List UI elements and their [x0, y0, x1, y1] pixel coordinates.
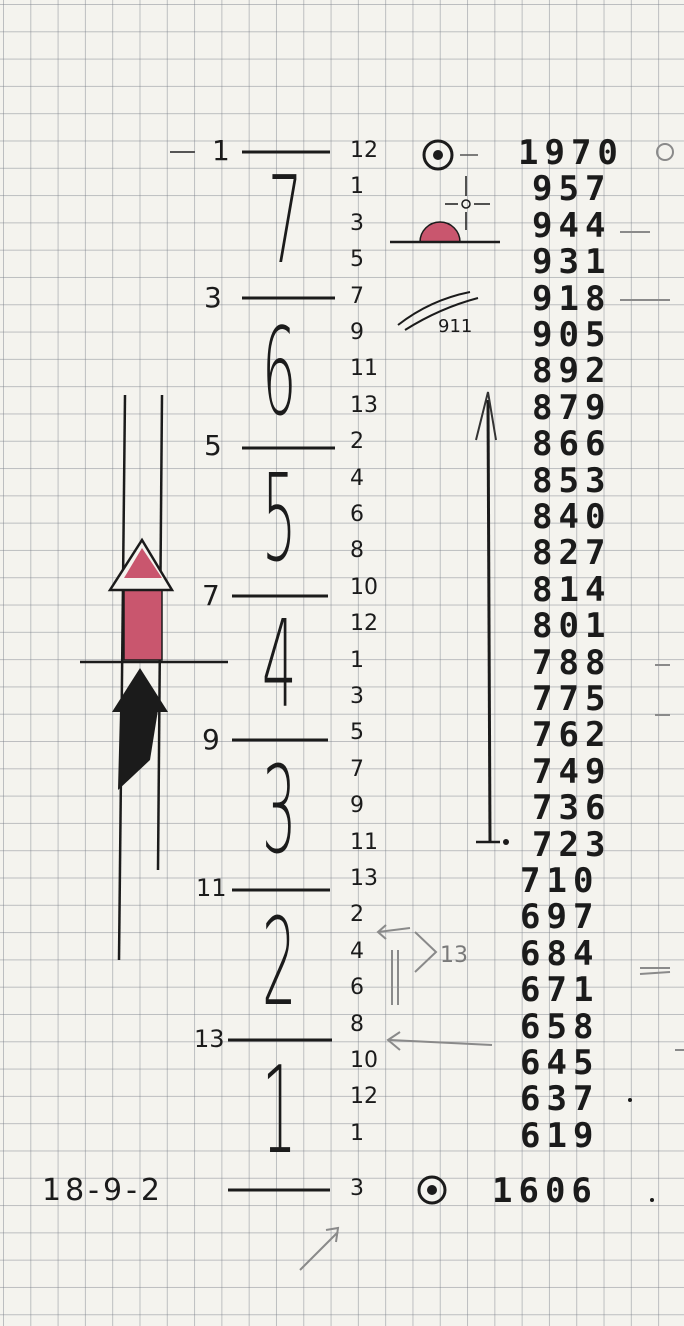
big-digit-1: 1: [262, 1052, 296, 1172]
middle-number: 10: [350, 1050, 378, 1072]
year-value: 853: [532, 464, 611, 498]
middle-number: 12: [350, 1086, 378, 1108]
sunrise-semicircle: [390, 222, 500, 242]
year-value: 957: [532, 172, 611, 206]
year-value: 827: [532, 536, 611, 570]
middle-number: 3: [350, 686, 364, 708]
middle-number: 4: [350, 941, 364, 963]
middle-number: 1: [350, 1123, 364, 1145]
middle-number: 9: [350, 795, 364, 817]
middle-number: 6: [350, 977, 364, 999]
sun-symbol-top: [424, 141, 478, 169]
middle-number: 3: [350, 213, 364, 235]
middle-number: 7: [350, 286, 364, 308]
left-label-13: 13: [194, 1027, 225, 1051]
year-value: 645: [520, 1046, 599, 1080]
middle-number: 12: [350, 140, 378, 162]
year-value: 697: [520, 900, 599, 934]
middle-number: 9: [350, 322, 364, 344]
year-value: 671: [520, 973, 599, 1007]
dot-mark: [650, 1198, 654, 1202]
left-label-7: 7: [202, 582, 220, 610]
year-value: 918: [532, 282, 611, 316]
year-value: 710: [520, 864, 599, 898]
middle-number: 8: [350, 1014, 364, 1036]
year-value: 749: [532, 755, 611, 789]
middle-number: 13: [350, 395, 378, 417]
left-label-3: 3: [204, 284, 222, 312]
middle-number: 4: [350, 468, 364, 490]
left-label-date: 18-9-2: [42, 1176, 164, 1206]
middle-number: 3: [350, 1178, 364, 1200]
crosshair-symbol: [445, 176, 490, 230]
arrow-guide-left: [119, 395, 125, 960]
year-value: 788: [532, 646, 611, 680]
year-value: 892: [532, 354, 611, 388]
year-value: 762: [532, 718, 611, 752]
big-digit-2: 2: [262, 904, 296, 1024]
middle-number: 10: [350, 577, 378, 599]
pencil-bracket: [378, 925, 436, 1005]
left-label-5: 5: [204, 432, 222, 460]
middle-number: 2: [350, 904, 364, 926]
left-label-9: 9: [202, 726, 220, 754]
big-digit-6: 6: [262, 314, 296, 434]
middle-number: 11: [350, 832, 378, 854]
middle-number: 2: [350, 431, 364, 453]
pencil-arrow-bottom: [300, 1228, 338, 1270]
year-value: 944: [532, 209, 611, 243]
pencil-margin-marks: [620, 144, 684, 1050]
sun-symbol-bottom: [419, 1177, 445, 1203]
year-value: 637: [520, 1082, 599, 1116]
year-value: 931: [532, 245, 611, 279]
year-value: 658: [520, 1010, 599, 1044]
pencil-arrow-658: [388, 1032, 492, 1050]
big-digit-3: 3: [262, 752, 296, 872]
middle-number: 5: [350, 722, 364, 744]
year-value: 684: [520, 937, 599, 971]
red-up-arrow: [110, 540, 172, 660]
big-digit-5: 5: [262, 460, 296, 580]
dot-mark: [628, 1098, 632, 1102]
year-value: 775: [532, 682, 611, 716]
left-label-11: 11: [196, 876, 227, 900]
year-value: 723: [532, 828, 611, 862]
year-value: 801: [532, 609, 611, 643]
year-value: 619: [520, 1119, 599, 1153]
big-digit-4: 4: [262, 606, 296, 726]
year-value: 1970: [518, 136, 624, 170]
year-value: 814: [532, 573, 611, 607]
annotation-911: 911: [438, 318, 472, 336]
annotation-13: 13: [440, 945, 468, 967]
year-value: 1606: [492, 1174, 598, 1208]
middle-number: 7: [350, 759, 364, 781]
long-vertical-arrow: [476, 392, 509, 845]
middle-number: 6: [350, 504, 364, 526]
middle-number: 13: [350, 868, 378, 890]
middle-number: 5: [350, 249, 364, 271]
middle-number: 1: [350, 176, 364, 198]
left-label-1: 1: [212, 137, 230, 165]
year-value: 905: [532, 318, 611, 352]
middle-number: 8: [350, 540, 364, 562]
year-value: 736: [532, 791, 611, 825]
middle-number: 11: [350, 358, 378, 380]
year-value: 840: [532, 500, 611, 534]
middle-number: 12: [350, 613, 378, 635]
year-value: 879: [532, 391, 611, 425]
year-value: 866: [532, 427, 611, 461]
big-digit-7: 7: [268, 162, 302, 282]
middle-number: 1: [350, 650, 364, 672]
